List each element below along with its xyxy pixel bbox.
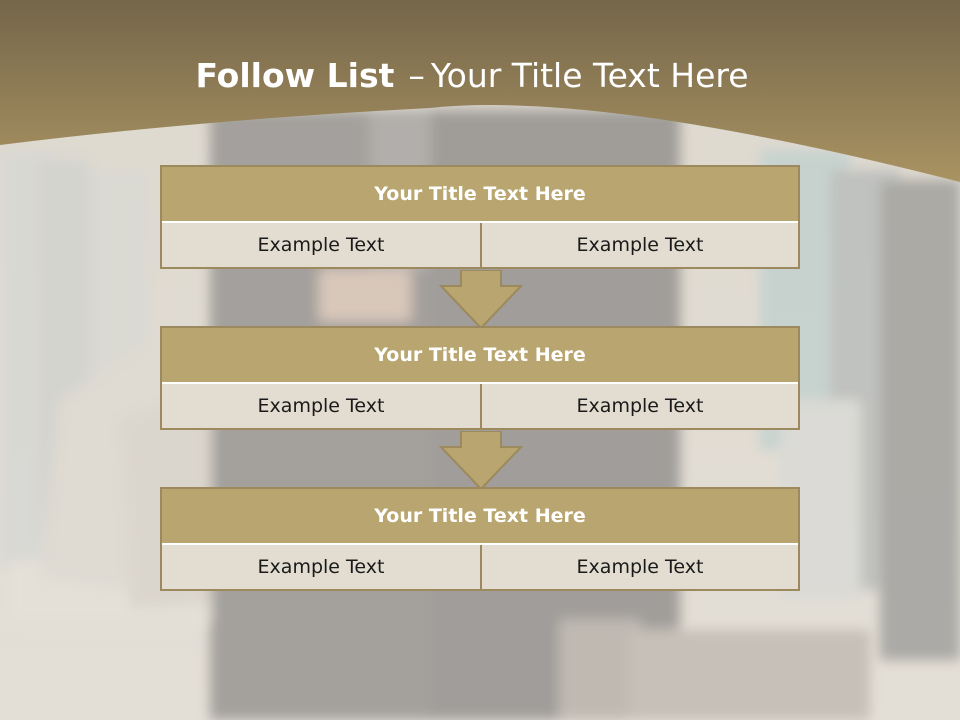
list-item-right-text: Example Text xyxy=(482,384,798,428)
down-arrow-icon xyxy=(439,270,523,330)
list-item-title: Your Title Text Here xyxy=(162,489,798,545)
cell-divider xyxy=(480,223,482,267)
slide-title: Follow List–Your Title Text Here xyxy=(0,52,944,100)
title-bold: Follow List xyxy=(195,56,395,95)
list-item-left-text: Example Text xyxy=(162,545,480,589)
list-item: Your Title Text Here Example Text Exampl… xyxy=(160,326,800,430)
list-item: Your Title Text Here Example Text Exampl… xyxy=(160,487,800,591)
cell-divider xyxy=(480,384,482,428)
list-item-right-text: Example Text xyxy=(482,545,798,589)
title-rest: Your Title Text Here xyxy=(430,56,749,95)
list-item: Your Title Text Here Example Text Exampl… xyxy=(160,165,800,269)
title-dash: – xyxy=(408,56,425,95)
list-item-title: Your Title Text Here xyxy=(162,328,798,384)
list-item-title: Your Title Text Here xyxy=(162,167,798,223)
down-arrow-icon xyxy=(439,431,523,491)
header-band xyxy=(0,0,960,182)
list-item-left-text: Example Text xyxy=(162,223,480,267)
list-item-right-text: Example Text xyxy=(482,223,798,267)
list-item-left-text: Example Text xyxy=(162,384,480,428)
cell-divider xyxy=(480,545,482,589)
